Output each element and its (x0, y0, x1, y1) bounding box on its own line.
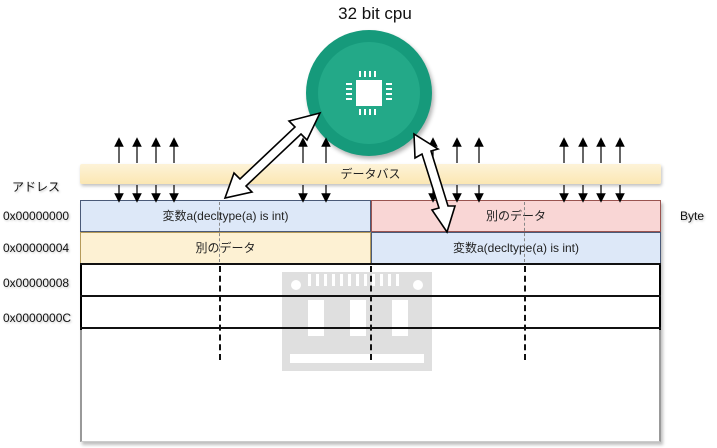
cell-label: 変数a(decltype(a) is int) (162, 209, 289, 223)
transfer-arrow-right (413, 132, 457, 234)
cell-label: 別のデータ (195, 241, 256, 255)
transfer-arrow-left (223, 111, 322, 200)
address-label: 0x00000004 (3, 241, 70, 255)
cpu-chip-icon (346, 71, 392, 115)
address-label: 0x00000000 (3, 209, 70, 223)
data-bus: データバス (80, 164, 661, 184)
cell-label: 別のデータ (485, 209, 546, 223)
byte-separator (219, 202, 220, 262)
address-label: 0x0000000C (3, 311, 72, 325)
memory-cell: 変数a(decltype(a) is int) (80, 200, 371, 232)
byte-separator (524, 266, 526, 360)
memory-cell: 別のデータ (80, 232, 371, 264)
byte-separator (524, 202, 525, 262)
byte-separator (370, 266, 372, 360)
memory-cell: 変数a(decltype(a) is int) (371, 232, 661, 264)
memory-cell: 別のデータ (371, 200, 661, 232)
address-column-label: アドレス (12, 180, 61, 194)
byte-separator (219, 266, 221, 360)
address-label: 0x00000008 (3, 276, 70, 290)
row-divider (80, 263, 661, 265)
diagram-title: 32 bit cpu (338, 4, 412, 23)
cell-label: 変数a(decltype(a) is int) (452, 241, 580, 255)
cpu-node (306, 30, 432, 156)
unit-label: Byte (680, 209, 705, 223)
